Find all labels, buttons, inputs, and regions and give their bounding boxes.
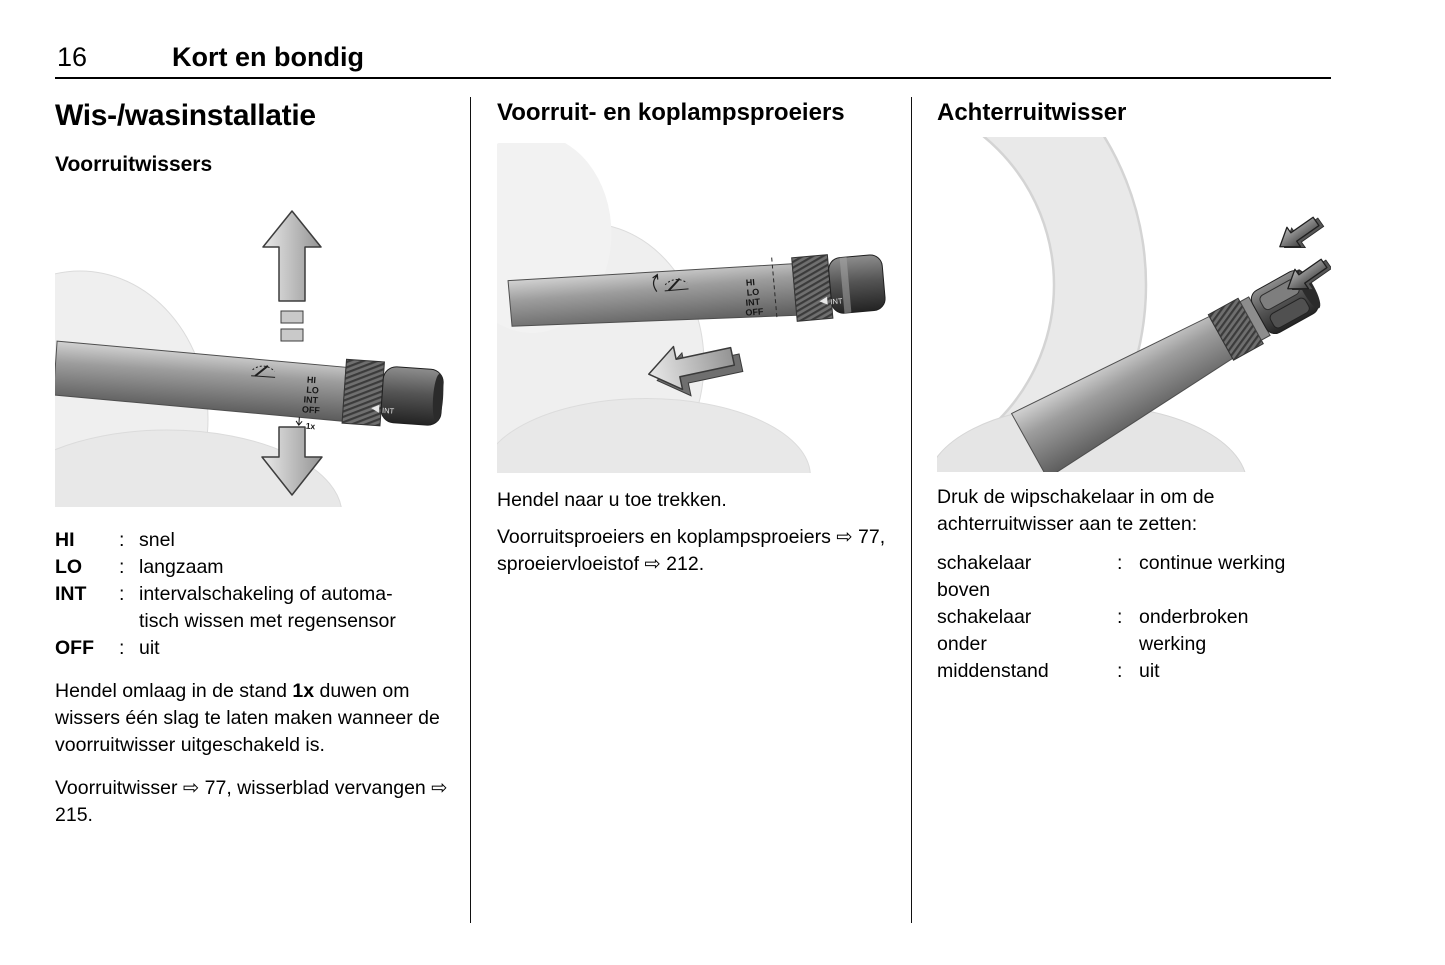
column-divider-1 bbox=[470, 97, 471, 923]
one-x-label: 1x bbox=[292, 680, 315, 702]
rear-wiper-stalk-svg bbox=[576, 0, 1333, 571]
control-stalk: HI LO INT OFF INT bbox=[507, 254, 886, 327]
table-row: schakelaar boven : continue werking bbox=[937, 550, 1331, 604]
table-term: schakelaar onder bbox=[937, 606, 1032, 655]
table-term: schakelaar boven bbox=[937, 552, 1032, 601]
front-wiper-stalk-svg: HI LO INT OFF 1x INT bbox=[0, 210, 444, 601]
cross-reference-paragraph: Voorruitsproeiers en koplampsproei­ers ⇨… bbox=[497, 526, 886, 575]
mode-label-hi: HI bbox=[745, 277, 755, 288]
table-row: schakelaar onder : onderbroken werking bbox=[937, 604, 1331, 658]
legend-colon: : bbox=[119, 556, 125, 578]
mode-labels: HI LO INT OFF bbox=[745, 277, 764, 318]
section-rear-wiper: Achterruitwisser bbox=[576, 0, 1333, 685]
rocker-switch-lower bbox=[1269, 297, 1310, 329]
legend-row-off: OFF : uit bbox=[55, 635, 451, 662]
cross-reference-paragraph: Voorruitwisser ⇨ 77, wisserblad vervange… bbox=[55, 777, 448, 826]
table-colon: : bbox=[1117, 552, 1123, 574]
mode-label-off: OFF bbox=[302, 404, 321, 415]
section-title-washers: Voorruit- en koplampsproeiers bbox=[497, 99, 845, 126]
detent-guide-line bbox=[771, 257, 778, 320]
legend-term: LO bbox=[55, 556, 83, 578]
section-wiper-washer: Wis-/wasinstallatie Voorruitwissers bbox=[0, 99, 451, 829]
table-colon: : bbox=[1117, 660, 1123, 682]
table-desc: onderbroken werking bbox=[1139, 606, 1249, 655]
svg-text:INT: INT bbox=[830, 296, 843, 306]
legend-row-lo: LO : langzaam bbox=[55, 554, 451, 581]
press-arrow-upper-icon bbox=[1279, 216, 1325, 249]
control-stalk: HI LO INT OFF 1x INT bbox=[52, 340, 444, 431]
washer-stalk-svg: HI LO INT OFF INT bbox=[452, 133, 886, 555]
mode-label-int: INT bbox=[745, 297, 761, 308]
page-number: 16 bbox=[57, 42, 88, 72]
paragraph-text: duwen om wissers één slag te laten maken… bbox=[55, 680, 440, 756]
mode-label-hi: HI bbox=[307, 375, 317, 386]
int-detent-mark: INT bbox=[371, 404, 395, 416]
up-arrow-icon bbox=[262, 210, 322, 342]
mode-label-off: OFF bbox=[745, 306, 764, 318]
legend-colon: : bbox=[119, 529, 125, 551]
table-term: middenstand bbox=[937, 660, 1049, 682]
mode-label-int: INT bbox=[303, 394, 319, 405]
legend-desc: intervalschakeling of automa- tisch wiss… bbox=[139, 583, 396, 632]
table-desc: continue werking bbox=[1139, 552, 1286, 574]
legend-colon: : bbox=[119, 583, 125, 605]
rear-wiper-stalk-illustration bbox=[576, 0, 1333, 571]
rear-wiper-switch-table: schakelaar boven : continue werking scha… bbox=[937, 550, 1331, 685]
wiper-symbol-icon bbox=[251, 365, 276, 378]
table-colon: : bbox=[1117, 606, 1123, 628]
legend-row-int: INT : intervalschakeling of automa- tisc… bbox=[55, 581, 451, 635]
washer-stalk-illustration: HI LO INT OFF INT bbox=[452, 133, 887, 555]
legend-colon: : bbox=[119, 637, 125, 659]
legend-term: OFF bbox=[55, 637, 94, 659]
pull-arrow-icon bbox=[648, 345, 744, 397]
legend-desc: uit bbox=[139, 637, 160, 659]
header-rule bbox=[55, 77, 1331, 79]
svg-text:1x: 1x bbox=[305, 421, 315, 432]
paragraph-text: Hendel omlaag in de stand bbox=[55, 680, 293, 702]
legend-term: INT bbox=[55, 583, 87, 605]
wiper-mode-legend: HI : snel LO : langzaam INT : intervalsc… bbox=[55, 527, 451, 662]
legend-row-hi: HI : snel bbox=[55, 527, 451, 554]
legend-desc: langzaam bbox=[139, 556, 224, 578]
mode-labels: HI LO INT OFF bbox=[302, 375, 321, 416]
int-detent-mark: INT bbox=[819, 296, 843, 306]
mode-label-lo: LO bbox=[746, 287, 759, 298]
press-arrow-lower-icon bbox=[1287, 258, 1333, 291]
mode-label-lo: LO bbox=[306, 385, 319, 396]
one-touch-paragraph: Hendel omlaag in de stand 1x duwen om wi… bbox=[55, 678, 451, 759]
section-washer-jets: Voorruit- en koplampsproeiers bbox=[452, 99, 887, 578]
legend-term: HI bbox=[55, 529, 75, 551]
washer-symbol-icon bbox=[652, 273, 689, 292]
table-row: middenstand : uit bbox=[937, 658, 1331, 685]
subsection-title-front-wipers: Voorruitwissers bbox=[55, 153, 213, 176]
rear-wiper-instruction: Druk de wipschakelaar in om de achterrui… bbox=[937, 486, 1215, 535]
legend-desc: snel bbox=[139, 529, 175, 551]
one-touch-mark: 1x bbox=[295, 417, 316, 431]
section-title-rear-wiper: Achterruitwisser bbox=[937, 99, 1127, 126]
down-arrow-icon bbox=[261, 426, 323, 496]
front-wiper-stalk-illustration: HI LO INT OFF 1x INT bbox=[0, 189, 451, 601]
section-title: Wis-/wasinstallatie bbox=[55, 99, 316, 132]
column-divider-2 bbox=[911, 97, 912, 923]
chapter-title: Kort en bondig bbox=[172, 42, 364, 72]
svg-text:INT: INT bbox=[382, 406, 395, 416]
pull-instruction: Hendel naar u toe trekken. bbox=[497, 489, 727, 511]
table-desc: uit bbox=[1139, 660, 1160, 682]
